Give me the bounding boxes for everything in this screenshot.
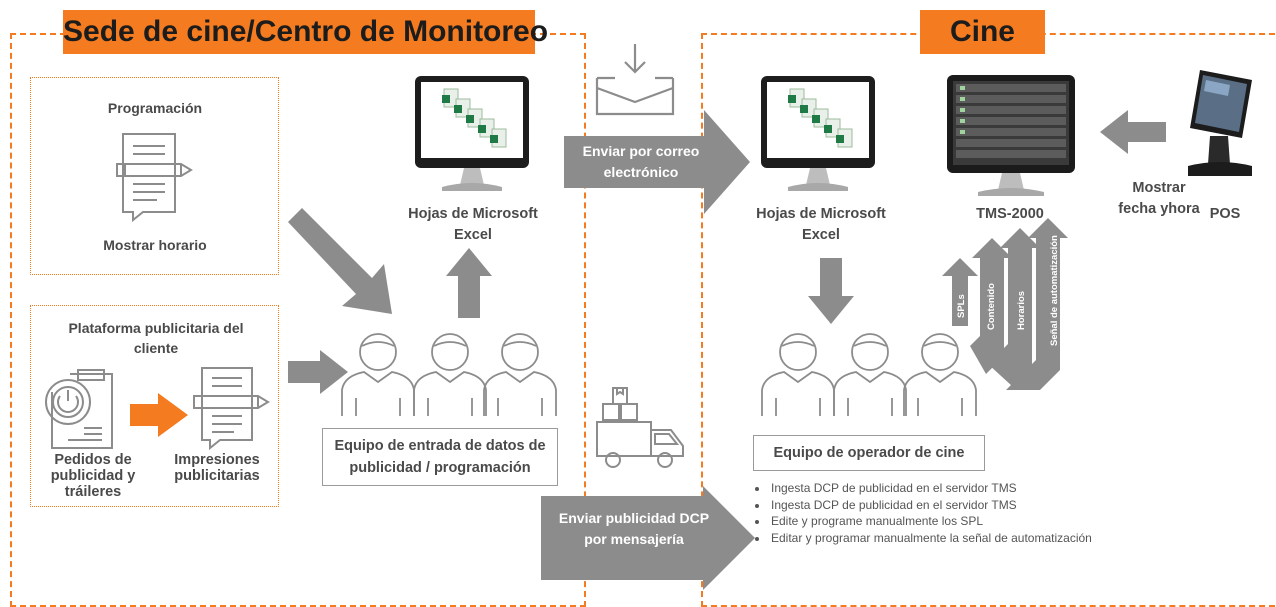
ad-orders-label: Pedidos de publicidad y tráileres (50, 452, 136, 500)
diagonal-arrow-icon (288, 208, 392, 314)
people-group-icon (341, 333, 557, 416)
schedule-box (30, 77, 279, 275)
delivery-truck-icon (596, 387, 684, 468)
clipboard-power-icon (45, 369, 113, 449)
people-group-icon (761, 333, 977, 416)
tms-arrow-horarios: Horarios (1016, 290, 1027, 330)
show-time-label: Mostrar fecha yhora (1118, 180, 1200, 217)
right-arrow-icon (288, 350, 348, 394)
monitor-excel-icon (761, 76, 875, 191)
mail-inbox-icon (595, 44, 675, 116)
data-team-label: Equipo de entrada de datos de publicidad… (322, 428, 558, 486)
up-arrow-icon (446, 248, 492, 318)
headquarters-title: Sede de cine/Centro de Monitoreo (63, 10, 548, 54)
tms-arrows (942, 218, 1068, 390)
operator-task: Edite y programe manualmente los SPL (769, 513, 1269, 530)
operator-task: Ingesta DCP de publicidad en el servidor… (769, 480, 1269, 497)
tms-arrow-automatizacion: Señal de automatización (1049, 235, 1060, 346)
cinema-title: Cine (920, 10, 1045, 54)
operator-task-list: Ingesta DCP de publicidad en el servidor… (747, 480, 1269, 546)
pos-label: POS (1209, 206, 1241, 222)
client-platform-title: Plataforma publicitaria del cliente (68, 320, 244, 356)
orange-arrow-icon (130, 393, 188, 437)
operator-task: Editar y programar manualmente la señal … (769, 530, 1269, 547)
schedule-caption: Mostrar horario (103, 237, 207, 253)
tms-label: TMS-2000 (976, 206, 1044, 222)
email-arrow-label: Enviar por correo electrónico (582, 143, 700, 180)
tms-server-monitor-icon (947, 75, 1075, 196)
monitor-excel-icon (415, 76, 529, 191)
operator-team-label: Equipo de operador de cine (753, 435, 985, 471)
excel-hq-label: Hojas de Microsoft Excel (408, 206, 538, 243)
ad-impressions-icon (193, 367, 270, 451)
ad-impressions-label: Impresiones publicitarias (174, 452, 260, 484)
left-arrow-icon (1100, 110, 1166, 154)
down-arrow-icon (808, 258, 854, 324)
document-pen-icon (116, 133, 193, 223)
pos-terminal-icon (1188, 70, 1252, 176)
email-arrow (564, 110, 750, 214)
courier-arrow-label: Enviar publicidad DCP por mensajería (558, 510, 710, 547)
tms-arrow-spls: SPLs (956, 294, 967, 318)
tms-arrow-contenido: Contenido (986, 283, 997, 330)
courier-arrow (541, 486, 755, 590)
excel-cinema-label: Hojas de Microsoft Excel (756, 206, 886, 243)
schedule-title: Programación (107, 100, 203, 116)
operator-task: Ingesta DCP de publicidad en el servidor… (769, 497, 1269, 514)
client-platform-box (30, 305, 279, 507)
